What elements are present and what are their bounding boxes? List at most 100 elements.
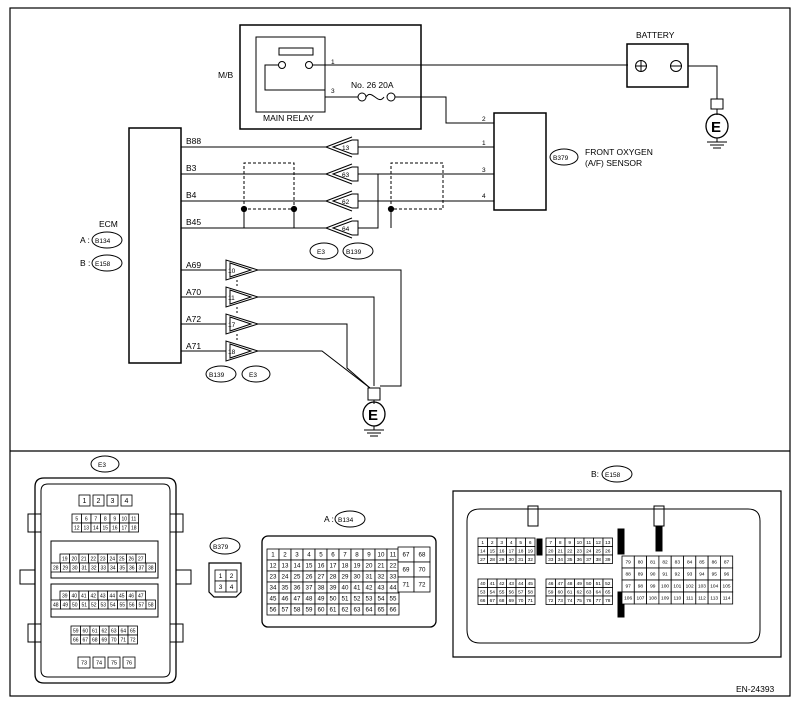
pin-number: 85 [699,560,705,566]
pin-number: 1 [219,573,223,580]
connector-17: 17 [181,313,260,335]
pin-number: 29 [499,557,505,563]
pin-number: 71 [528,598,534,604]
pin-number: 113 [710,596,718,602]
wire-b45 [181,174,379,229]
pin-number: 67 [490,598,496,604]
pin-number: 51 [342,596,349,603]
pin-number: 39 [605,557,611,563]
pin-number: 64 [366,607,373,614]
pin-number: 14 [480,548,486,554]
pin-number: 52 [91,602,97,608]
pin-number: 4 [307,552,311,559]
pin-number: 45 [270,596,277,603]
pin-number: 11 [586,540,591,546]
pin-number: 25 [596,548,602,554]
pin-number: 5 [75,516,78,522]
pin-number: 31 [366,574,373,581]
pin-number: 56 [509,589,515,595]
pin-number: 37 [306,585,313,592]
ground-e-top-text: E [711,119,721,136]
shield-right [390,162,444,210]
pin-number: 49 [62,602,68,608]
fuse-terminal-right [386,92,396,102]
pin-number: 106 [624,596,632,602]
pin-number: 76 [126,660,132,666]
pin-number: 3 [111,498,115,505]
b139-badge-top [342,242,374,260]
pin-number: 15 [490,548,496,554]
pin-number: 51 [81,602,87,608]
pin-number: 63 [354,607,361,614]
b134-badge-ecm [91,231,123,249]
pin-number: 9 [367,552,371,559]
pin-number: 27 [480,557,486,563]
pin-number: 41 [490,581,496,587]
pin-number: 10 [378,552,385,559]
pin-number: 92 [675,572,681,578]
pin-number: 66 [480,598,486,604]
svg-text:B379: B379 [213,544,229,551]
svg-text:B134: B134 [338,517,354,524]
pin-number: 38 [596,557,602,563]
sensor-pin-4: 4 [482,193,486,200]
pin-number: 3 [219,584,223,591]
pin-number: 55 [119,602,125,608]
pin-number: 69 [403,567,410,574]
pin-cell [107,656,121,669]
pin-number: 49 [318,596,325,603]
pin-number: 58 [528,589,534,595]
pin-number: 16 [112,525,118,531]
relay-contact-left [278,61,286,69]
pin-number: 4 [230,584,234,591]
pin-number: 24 [109,556,115,562]
pin-number: 68 [499,598,505,604]
pin-number: 13 [605,540,611,546]
pin-number: 97 [625,584,631,590]
pin-number: 70 [111,637,117,643]
pin-number: 6 [85,516,88,522]
pin-number: 14 [93,525,99,531]
pin-number: 22 [90,556,96,562]
pin-number: 103 [698,584,706,590]
main-relay-box [255,36,326,113]
pin-number: 5 [519,540,522,546]
pin-number: 4 [510,540,513,546]
pin-number: 34 [110,565,116,571]
wire-a69-ground [258,269,402,387]
pin-number: 109 [661,596,669,602]
svg-text:B:: B: [591,469,599,479]
e3-connector-body [34,477,177,684]
shield-left [243,162,295,210]
pin-number: 47 [294,596,301,603]
pin-number: 32 [378,574,385,581]
pin-number: 30 [354,574,361,581]
pin-number: 52 [605,581,611,587]
pin-number: 57 [518,589,524,595]
pin-number: 4 [125,498,129,505]
pin-cell [386,603,400,616]
relay-coil [278,47,314,56]
pin-number: 37 [586,557,592,563]
pin-number: 46 [548,581,554,587]
pin-number: 48 [306,596,313,603]
pin-number: 73 [81,660,87,666]
pin-number: 10 [577,540,583,546]
pin-number: 63 [586,589,592,595]
b134-connector-body [261,535,437,628]
fuse-icon [365,93,385,101]
pin-number: 72 [130,637,136,643]
pin-number: 104 [710,584,718,590]
pin-number: 17 [509,548,515,554]
pin-number: 53 [366,596,373,603]
pin-number: 70 [419,567,426,574]
pin-cell [122,656,136,669]
pin-number: 66 [390,607,397,614]
pin-number: 26 [128,556,134,562]
ecm-terminal-b4: B4 [186,190,197,200]
ecm-terminal-a72: A72 [186,314,201,324]
pin-number: 42 [366,585,373,592]
pin-number: 36 [577,557,583,563]
